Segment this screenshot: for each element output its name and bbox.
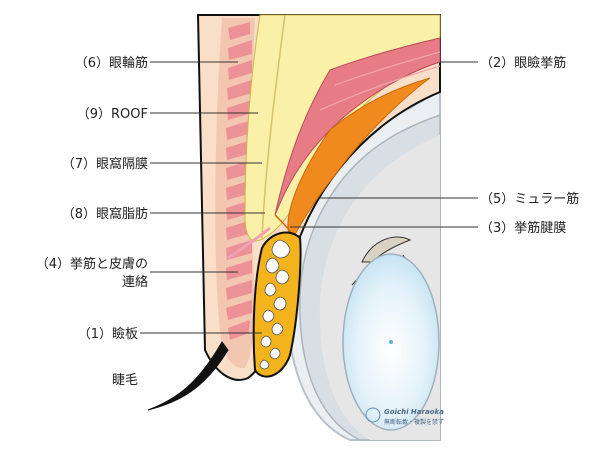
label-levator-skin-2: 連絡	[122, 274, 148, 290]
muller-muscle-shape	[287, 77, 431, 241]
watermark-notice: 無断転載・複製を禁ず	[384, 418, 444, 426]
label-roof: （9）ROOF	[77, 107, 148, 122]
watermark-author: Goichi Haraoka	[384, 408, 444, 416]
meibomian-glands	[259, 239, 291, 370]
label-muller: （5）ミュラー筋	[480, 191, 579, 207]
lens-center	[389, 340, 393, 344]
levator-stripes	[319, 51, 441, 111]
label-orbicularis: （6）眼輪筋	[75, 55, 148, 71]
label-eyelash: 睫毛	[112, 373, 138, 388]
label-levator: （2）眼瞼挙筋	[480, 55, 566, 71]
eyelash-shape	[147, 341, 229, 411]
label-tarsus: （1）瞼板	[78, 326, 138, 342]
watermark: Goichi Haraoka 無断転載・複製を禁ず	[365, 407, 444, 426]
leader-lines	[140, 61, 478, 334]
watermark-logo	[365, 407, 381, 423]
label-aponeurosis: （3）挙筋腱膜	[480, 220, 566, 236]
label-orbital-fat: （8）眼窩脂肪	[62, 206, 148, 222]
label-septum: （7）眼窩隔膜	[62, 156, 148, 172]
label-levator-skin-1: （4）挙筋と皮膚の	[36, 256, 148, 272]
levator-skin-connection	[227, 226, 271, 260]
